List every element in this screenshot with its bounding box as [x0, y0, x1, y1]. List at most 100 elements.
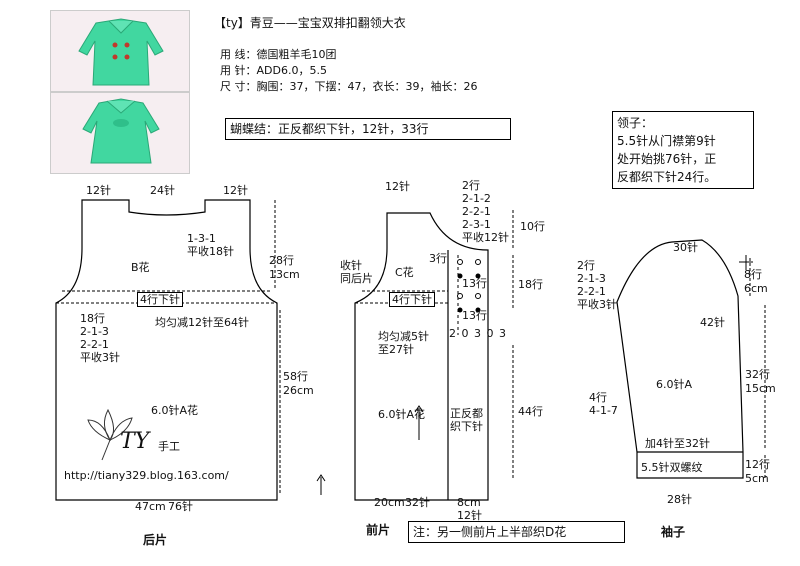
- btn-row-num: 3: [474, 327, 482, 340]
- btn-row-num: 3: [499, 327, 507, 340]
- front-piece-title: 前片: [366, 523, 391, 537]
- back-armhole-shaping: 18行 2-1-3 2-2-1 平收3针: [80, 312, 120, 364]
- sleeve-increase: 4行 4-1-7: [589, 391, 618, 417]
- button-hole-icon: [475, 259, 481, 265]
- front-body-pattern: 6.0针A花: [378, 408, 426, 421]
- coat-illustration-top: [78, 18, 164, 86]
- sleeve-width: 42针: [700, 316, 725, 329]
- watermark-sub: 手工: [158, 440, 180, 453]
- button-icon: [457, 273, 463, 279]
- front-side-line: 同后片: [340, 272, 373, 285]
- back-bottom-sts: 76针: [168, 500, 193, 513]
- pattern-title: 【ty】青豆——宝宝双排扣翻领大衣: [214, 16, 406, 30]
- btn-row-num: 0: [461, 327, 470, 340]
- sleeve-cap-shaping: 2行 2-1-3 2-2-1 平收3针: [577, 259, 617, 311]
- back-body-pattern: 6.0针A花: [151, 404, 199, 417]
- back-neck-line: 1-3-1: [187, 232, 216, 245]
- coat-photo-bottom: [50, 92, 190, 174]
- sleeve-arm-rows: 32行: [745, 368, 770, 381]
- back-yoke-cm: 13cm: [269, 268, 300, 281]
- back-decrease: 均匀减12针至64针: [155, 316, 249, 329]
- back-band: 4行下针: [137, 292, 183, 307]
- sleeve-title: 袖子: [661, 525, 686, 539]
- watermark-brand: TY: [120, 429, 150, 454]
- back-armhole-line: 2-1-3: [80, 325, 109, 338]
- back-armhole-line: 平收3针: [80, 351, 120, 364]
- button-icon: [475, 307, 481, 313]
- back-neck-line: 平收18针: [187, 245, 234, 258]
- coat-photo-top: [50, 10, 190, 92]
- front-side-shaping: 收针 同后片: [340, 259, 373, 285]
- front-placket-line: 织下针: [450, 420, 483, 433]
- sleeve-cap-rows: 8行: [744, 268, 762, 281]
- sleeve-bottom: 28针: [667, 493, 692, 506]
- collar-note: 领子： 5.5针从门襟第9针 处开始挑76针，正 反都织下针24行。: [612, 111, 754, 189]
- back-neck-shaping: 1-3-1 平收18针: [187, 232, 234, 258]
- sleeve-increase-line: 4行: [589, 391, 607, 404]
- lotus-logo-icon: [87, 408, 133, 461]
- front-piece-outline: [354, 212, 489, 501]
- front-btn-rows-b: 13行: [462, 309, 487, 322]
- sleeve-cuff-increase: 加4针至32针: [645, 437, 710, 450]
- size-spec: 尺 寸：胸围：37，下摆：47，衣长：39，袖长：26: [220, 80, 478, 93]
- needle-spec: 用 针：ADD6.0，5.5: [220, 64, 327, 77]
- front-lower-rows: 44行: [518, 405, 543, 418]
- back-piece-title: 后片: [143, 533, 168, 547]
- front-btn-rows-a: 13行: [462, 277, 487, 290]
- sleeve-cuff: 5.5针双螺纹: [641, 461, 703, 474]
- front-placket-cm: 8cm: [457, 496, 481, 509]
- sleeve-cap-line: 平收3针: [577, 298, 617, 311]
- front-neck-line: 平收12针: [462, 231, 509, 244]
- front-decrease: 均匀减5针 至27针: [378, 330, 429, 356]
- back-armhole-line: 2-2-1: [80, 338, 109, 351]
- back-top-left: 12针: [86, 184, 111, 197]
- front-btn-row-nums: 2 0 3 0 3: [449, 327, 507, 340]
- collar-note-line: 处开始挑76针，正: [617, 152, 717, 166]
- back-bottom-cm: 47cm: [135, 500, 166, 513]
- back-top-mid: 24针: [150, 184, 175, 197]
- front-bottom-sts: 32针: [405, 496, 430, 509]
- coat-illustration-bottom: [82, 98, 160, 164]
- front-band: 4行下针: [389, 292, 435, 307]
- btn-row-num: 0: [486, 327, 495, 340]
- front-pattern: C花: [395, 266, 414, 279]
- front-neck-rows: 10行: [520, 220, 545, 233]
- front-gap-rows: 3行: [429, 252, 447, 265]
- front-placket-note: 正反都 织下针: [450, 407, 483, 433]
- button-icon: [475, 273, 481, 279]
- sleeve-cap-cm: 6cm: [744, 282, 768, 295]
- front-neck-line: 2行: [462, 179, 480, 192]
- front-neck-line: 2-1-2: [462, 192, 491, 205]
- sleeve-outline: [616, 239, 744, 479]
- button-hole-icon: [457, 293, 463, 299]
- button-hole-icon: [457, 259, 463, 265]
- back-armhole-line: 18行: [80, 312, 105, 325]
- front-decrease-line: 均匀减5针: [378, 330, 429, 343]
- front-top: 12针: [385, 180, 410, 193]
- collar-note-line: 领子：: [617, 116, 654, 130]
- watermark-url: http://tiany329.blog.163.com/: [64, 469, 229, 482]
- front-decrease-line: 至27针: [378, 343, 414, 356]
- sleeve-pattern: 6.0针A: [656, 378, 693, 391]
- front-neck-line: 2-3-1: [462, 218, 491, 231]
- yarn-spec: 用 线：德国粗羊毛10团: [220, 48, 337, 61]
- back-pattern: B花: [131, 261, 150, 274]
- footer-note: 注：另一侧前片上半部织D花: [408, 521, 625, 543]
- button-hole-icon: [475, 293, 481, 299]
- back-yoke-rows: 28行: [269, 254, 294, 267]
- sleeve-cap-line: 2行: [577, 259, 595, 272]
- back-body-rows: 58行: [283, 370, 308, 383]
- front-side-line: 收针: [340, 259, 362, 272]
- back-piece-outline: [55, 199, 278, 501]
- back-body-cm: 26cm: [283, 384, 314, 397]
- collar-note-line: 5.5针从门襟第9针: [617, 134, 716, 148]
- front-placket-line: 正反都: [450, 407, 483, 420]
- back-top-right: 12针: [223, 184, 248, 197]
- front-upper-rows: 18行: [518, 278, 543, 291]
- sleeve-cuff-rows: 12行: [745, 458, 770, 471]
- button-icon: [457, 307, 463, 313]
- front-bottom-cm: 20cm: [374, 496, 405, 509]
- front-placket-sts: 12针: [457, 509, 482, 522]
- front-neck-line: 2-2-1: [462, 205, 491, 218]
